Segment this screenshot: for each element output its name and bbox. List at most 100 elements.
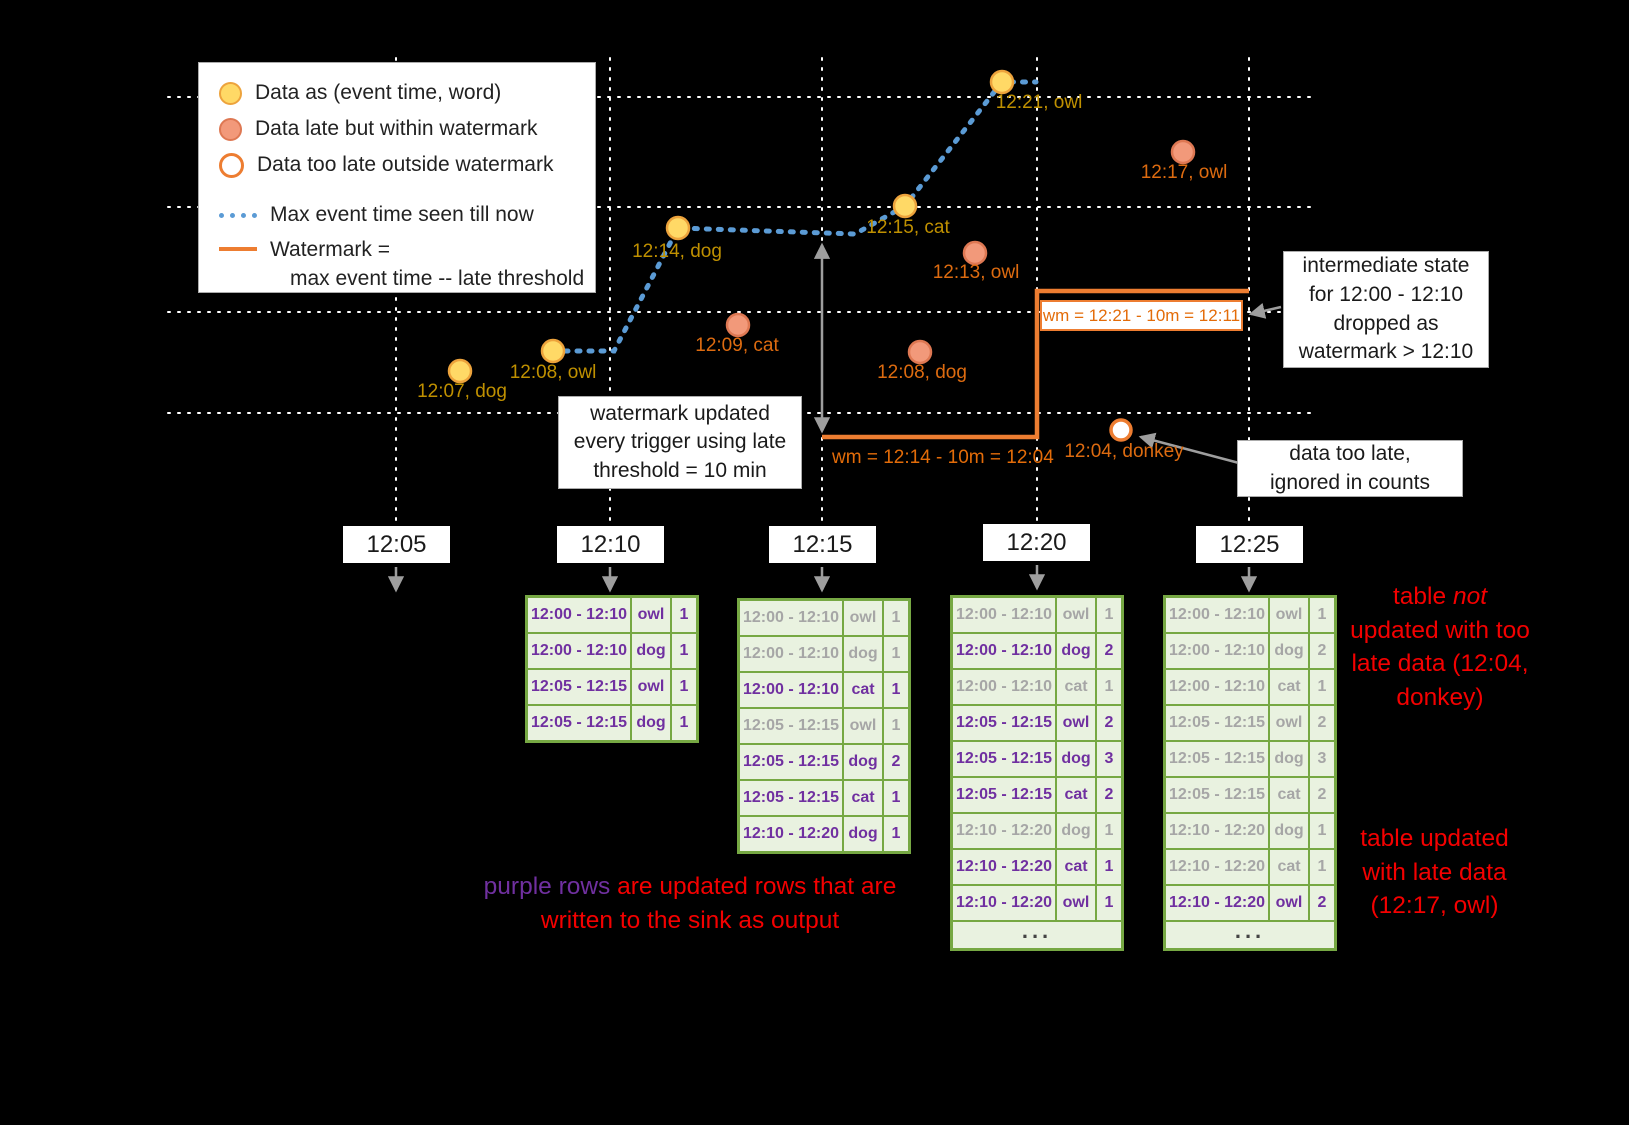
word-cell: dog bbox=[844, 745, 882, 779]
word-cell: dog bbox=[1057, 814, 1095, 848]
point-label: 12:21, owl bbox=[995, 92, 1083, 113]
legend-label: Data too late outside watermark bbox=[257, 153, 554, 176]
window-cell: 12:00 - 12:10 bbox=[1166, 634, 1268, 668]
window-cell: 12:00 - 12:10 bbox=[740, 601, 842, 635]
callout-state-dropped: intermediate state for 12:00 - 12:10 dro… bbox=[1283, 251, 1489, 368]
on-time-dot-icon bbox=[219, 81, 242, 105]
word-cell: dog bbox=[844, 817, 882, 851]
window-cell: 12:05 - 12:15 bbox=[953, 778, 1055, 812]
count-cell: 2 bbox=[1310, 706, 1334, 740]
watermark-value-label-2: wm = 12:21 - 10m = 12:11 bbox=[1040, 300, 1243, 331]
count-cell: 1 bbox=[1310, 850, 1334, 884]
point-label: 12:08, owl bbox=[509, 362, 597, 383]
word-cell: owl bbox=[632, 598, 670, 632]
callout-line: intermediate state bbox=[1302, 254, 1470, 278]
data-point-late-12-09-cat bbox=[725, 312, 751, 338]
trigger-time-12-25: 12:25 bbox=[1196, 526, 1303, 563]
word-cell: owl bbox=[632, 670, 670, 704]
table-ellipsis-row: ... bbox=[1166, 920, 1334, 948]
count-cell: 1 bbox=[884, 817, 908, 851]
point-label: 12:09, cat bbox=[695, 335, 779, 356]
annotation-text: updated with too late data (12:04, donke… bbox=[1350, 616, 1530, 711]
window-cell: 12:10 - 12:20 bbox=[1166, 886, 1268, 920]
word-cell: owl bbox=[1270, 886, 1308, 920]
callout-line: dropped as bbox=[1333, 311, 1439, 335]
word-cell: dog bbox=[1057, 742, 1095, 776]
window-cell: 12:00 - 12:10 bbox=[1166, 670, 1268, 704]
window-cell: 12:00 - 12:10 bbox=[953, 598, 1055, 632]
count-cell: 2 bbox=[884, 745, 908, 779]
word-cell: cat bbox=[1057, 850, 1095, 884]
window-cell: 12:00 - 12:10 bbox=[953, 670, 1055, 704]
data-point-on-time-12-14-dog bbox=[665, 215, 691, 241]
count-cell: 2 bbox=[1097, 634, 1121, 668]
window-cell: 12:10 - 12:20 bbox=[953, 886, 1055, 920]
data-point-too-late-12-04-donkey bbox=[1109, 418, 1133, 442]
too-late-callout-arrow bbox=[1138, 432, 1240, 465]
data-point-on-time-12-07-dog bbox=[447, 358, 473, 384]
annotation-text: table bbox=[1393, 583, 1453, 610]
window-cell: 12:05 - 12:15 bbox=[740, 709, 842, 743]
point-label: 12:08, dog bbox=[877, 362, 967, 383]
window-cell: 12:00 - 12:10 bbox=[528, 598, 630, 632]
count-cell: 2 bbox=[1310, 634, 1334, 668]
word-cell: dog bbox=[632, 634, 670, 668]
trigger-time-12-15: 12:15 bbox=[769, 526, 876, 563]
word-cell: cat bbox=[844, 673, 882, 707]
word-cell: owl bbox=[1057, 706, 1095, 740]
legend-item-max-event-time: Max event time seen till now bbox=[219, 197, 595, 233]
count-cell: 1 bbox=[884, 637, 908, 671]
count-cell: 2 bbox=[1097, 706, 1121, 740]
point-label: 12:14, dog bbox=[632, 241, 722, 262]
count-cell: 1 bbox=[672, 598, 696, 632]
count-cell: 1 bbox=[884, 709, 908, 743]
window-cell: 12:00 - 12:10 bbox=[740, 637, 842, 671]
callout-line: watermark updated bbox=[590, 401, 770, 425]
callout-line: watermark > 12:10 bbox=[1298, 340, 1474, 364]
data-points bbox=[447, 69, 1196, 442]
callout-line: for 12:00 - 12:10 bbox=[1308, 282, 1464, 306]
trigger-time-12-20: 12:20 bbox=[983, 524, 1090, 561]
annotation-text: table updated with late data (12:17, owl… bbox=[1360, 825, 1509, 920]
data-point-on-time-12-08-owl bbox=[540, 338, 566, 364]
callout-line: every trigger using late bbox=[573, 430, 787, 454]
too-late-dot-icon bbox=[219, 152, 244, 178]
legend-label: Watermark = bbox=[270, 238, 390, 261]
window-cell: 12:10 - 12:20 bbox=[953, 850, 1055, 884]
callout-watermark-updated: watermark updated every trigger using la… bbox=[558, 396, 802, 489]
count-cell: 1 bbox=[672, 670, 696, 704]
window-cell: 12:05 - 12:15 bbox=[953, 706, 1055, 740]
window-cell: 12:00 - 12:10 bbox=[528, 634, 630, 668]
count-cell: 2 bbox=[1097, 778, 1121, 812]
count-cell: 1 bbox=[1097, 850, 1121, 884]
word-cell: dog bbox=[1270, 814, 1308, 848]
window-cell: 12:00 - 12:10 bbox=[1166, 598, 1268, 632]
annotation-purple-rows: purple rows are updated rows that are wr… bbox=[478, 870, 902, 937]
word-cell: cat bbox=[1270, 670, 1308, 704]
data-point-on-time-12-21-owl bbox=[989, 69, 1015, 95]
point-label: 12:17, owl bbox=[1140, 162, 1228, 183]
legend: Data as (event time, word) Data late but… bbox=[198, 62, 596, 293]
trigger-time-12-05: 12:05 bbox=[343, 526, 450, 563]
legend-label: Max event time seen till now bbox=[270, 203, 534, 226]
window-cell: 12:05 - 12:15 bbox=[1166, 706, 1268, 740]
data-point-on-time-12-15-cat bbox=[892, 193, 918, 219]
legend-item-too-late: Data too late outside watermark bbox=[219, 147, 595, 183]
watermark-line bbox=[822, 288, 1249, 440]
window-cell: 12:10 - 12:20 bbox=[1166, 850, 1268, 884]
count-cell: 1 bbox=[1097, 598, 1121, 632]
watermark-line-icon bbox=[219, 247, 257, 251]
